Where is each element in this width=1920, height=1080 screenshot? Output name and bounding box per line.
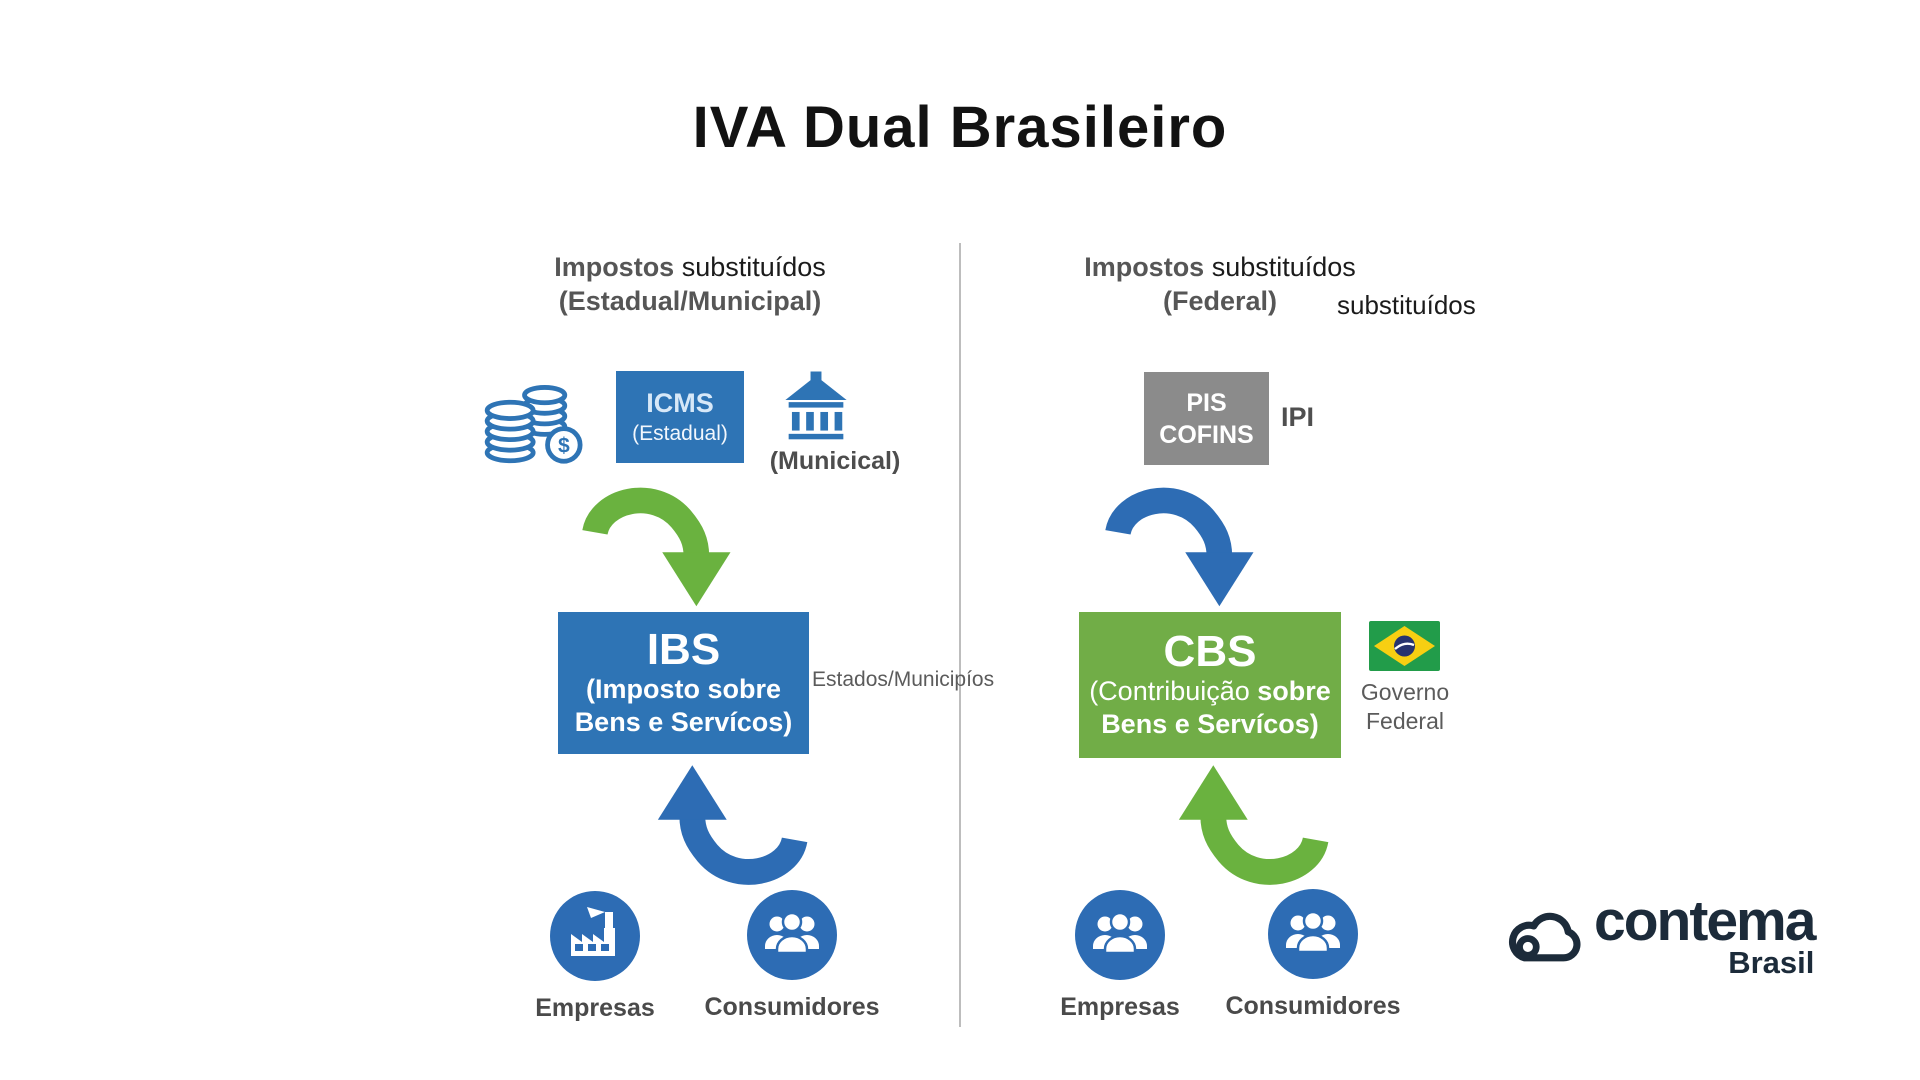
ibs-box-line2: (Imposto sobre bbox=[585, 674, 781, 704]
ibs-box: IBS (Imposto sobre Bens e Servícos) bbox=[558, 612, 809, 754]
people-group-icon bbox=[1268, 889, 1358, 979]
cbs-box-line3: Bens e Servícos) bbox=[1101, 709, 1319, 739]
left-consumidores-label: Consumidores bbox=[704, 993, 880, 1021]
icms-box-title: ICMS bbox=[646, 388, 714, 418]
cbs-box-line2: (Contribuição sobre bbox=[1089, 675, 1331, 708]
right-header-extra-text: substituídos bbox=[1337, 290, 1476, 320]
people-group-icon bbox=[1075, 890, 1165, 980]
brand-text: contema Brasil bbox=[1594, 889, 1816, 980]
estados-municipios-label: Estados/Municipíos bbox=[812, 668, 995, 691]
right-empresas-label: Empresas bbox=[1060, 993, 1180, 1021]
left-column-header: Impostos substituídos (Estadual/Municipa… bbox=[520, 250, 860, 318]
contema-brand-logo: contema Brasil bbox=[1496, 889, 1816, 980]
cbs-box-line2-bold: sobre bbox=[1257, 676, 1331, 706]
people-group-icon bbox=[747, 890, 837, 980]
left-header-line1: Impostos substituídos bbox=[520, 250, 860, 284]
right-consumidores-label: Consumidores bbox=[1225, 992, 1401, 1020]
ipi-label: IPI bbox=[1281, 402, 1315, 432]
icms-box-subtitle: (Estadual) bbox=[632, 422, 728, 445]
brand-name: contema bbox=[1594, 889, 1816, 953]
cbs-box: CBS (Contribuição sobre Bens e Servícos) bbox=[1079, 612, 1341, 758]
left-header-line2: (Estadual/Municipal) bbox=[558, 286, 822, 316]
right-header-word-bold: Impostos bbox=[1084, 252, 1205, 282]
governo-label-line1: Governo bbox=[1360, 679, 1450, 705]
curved-arrow-up-green-icon bbox=[1176, 760, 1329, 890]
brand-region: Brasil bbox=[1728, 945, 1815, 980]
right-column-header: Impostos substituídos (Federal) bbox=[1060, 250, 1380, 318]
coins-money-icon bbox=[483, 374, 591, 466]
pis-label: PIS bbox=[1186, 388, 1227, 417]
bank-building-icon bbox=[781, 370, 851, 443]
ibs-box-title: IBS bbox=[646, 625, 721, 674]
curved-arrow-down-green-icon bbox=[580, 483, 735, 611]
governo-label-line2: Federal bbox=[1366, 708, 1444, 734]
left-header-word-rest: substituídos bbox=[674, 252, 826, 282]
governo-federal-label: Governo Federal bbox=[1352, 678, 1458, 736]
curved-arrow-up-blue-icon bbox=[655, 760, 808, 890]
right-header-line1: Impostos substituídos bbox=[1060, 250, 1380, 284]
left-empresas-entity: Empresas bbox=[495, 891, 695, 1023]
right-empresas-entity: Empresas bbox=[1020, 890, 1220, 1022]
curved-arrow-down-blue-icon bbox=[1103, 483, 1258, 611]
icms-box: ICMS (Estadual) bbox=[616, 371, 744, 463]
right-header-line2: (Federal) bbox=[1162, 286, 1278, 316]
right-header-word-rest: substituídos bbox=[1204, 252, 1356, 282]
factory-icon bbox=[550, 891, 640, 981]
cloud-logo-icon bbox=[1496, 902, 1590, 970]
cbs-box-title: CBS bbox=[1163, 627, 1257, 676]
ibs-box-line3: Bens e Servícos) bbox=[574, 707, 793, 737]
cbs-box-line2-normal: (Contribuição bbox=[1089, 676, 1258, 706]
pis-cofins-box: PIS COFINS bbox=[1144, 372, 1269, 465]
right-consumidores-entity: Consumidores bbox=[1213, 889, 1413, 1021]
left-header-word-bold: Impostos bbox=[554, 252, 675, 282]
left-empresas-label: Empresas bbox=[535, 994, 655, 1022]
cofins-label: COFINS bbox=[1159, 420, 1254, 449]
brazil-flag-icon bbox=[1369, 621, 1440, 671]
column-divider bbox=[959, 243, 961, 1027]
left-consumidores-entity: Consumidores bbox=[692, 890, 892, 1022]
page-title: IVA Dual Brasileiro bbox=[692, 95, 1228, 160]
municipal-label: (Municical) bbox=[769, 447, 901, 475]
